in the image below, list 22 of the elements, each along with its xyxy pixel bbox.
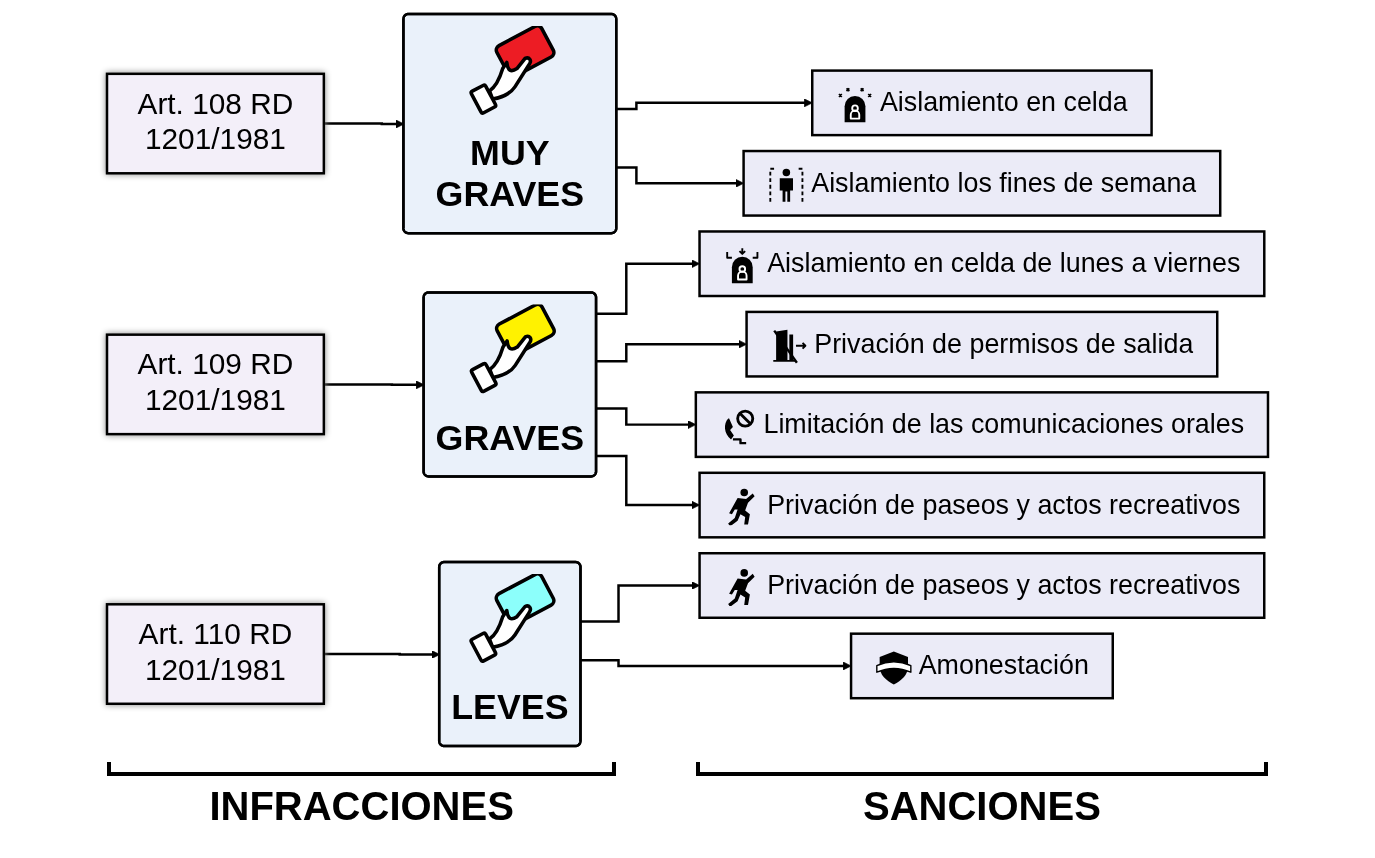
- node-box: Art. 109 RD 1201/1981: [105, 333, 326, 436]
- arrow: [580, 581, 700, 623]
- node-box: Privación de paseos y actos recreativos: [698, 471, 1266, 539]
- arrow: [580, 659, 852, 671]
- node-box: Limitación de las comunicaciones orales: [694, 391, 1270, 459]
- arrow: [596, 259, 700, 315]
- node-box: Art. 108 RD 1201/1981: [105, 72, 326, 175]
- arrow: [616, 166, 744, 188]
- node-box: Privación de permisos de salida: [745, 310, 1219, 378]
- node-box: Aislamiento los fines de semana: [742, 149, 1222, 217]
- node-box: Amonestación: [849, 632, 1114, 700]
- node-box: Aislamiento en celda de lunes a viernes: [698, 230, 1266, 298]
- bracket: [107, 762, 617, 777]
- node-box: Aislamiento en celda: [811, 69, 1153, 137]
- section-label: INFRACCIONES: [209, 784, 514, 830]
- arrow: [596, 454, 700, 510]
- section-label: SANCIONES: [863, 784, 1101, 830]
- arrow: [596, 339, 747, 363]
- bracket: [695, 762, 1268, 777]
- arrow: [616, 98, 813, 111]
- node-box: Art. 110 RD 1201/1981: [105, 603, 326, 705]
- node-box: Privación de paseos y actos recreativos: [698, 552, 1266, 619]
